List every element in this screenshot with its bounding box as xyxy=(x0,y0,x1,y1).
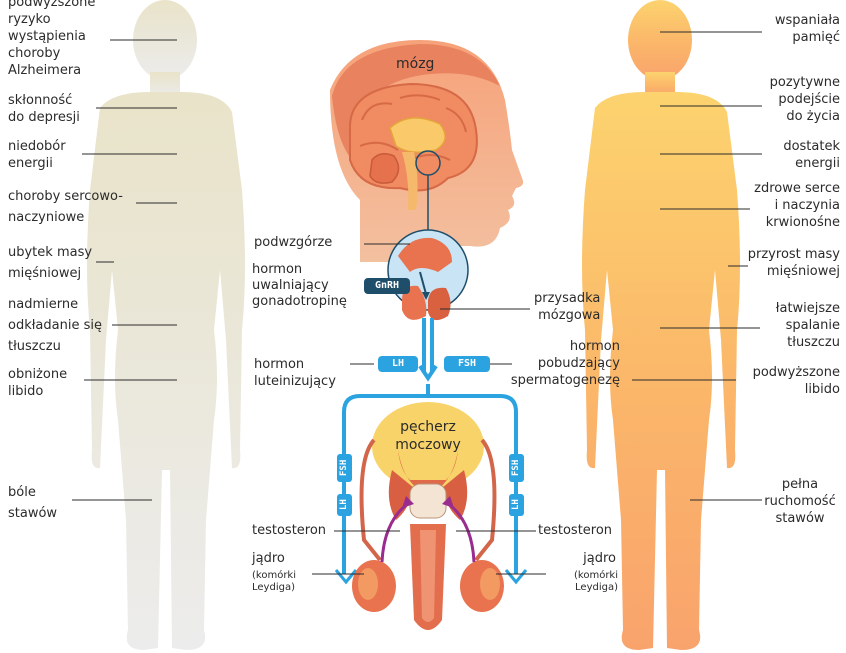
label-joint-pain: bóle stawów xyxy=(8,482,57,524)
label-great-memory: wspaniała pamięć xyxy=(775,12,840,46)
label-testosterone-left: testosteron xyxy=(252,522,326,539)
label-muscle-loss: ubytek masy mięśniowej xyxy=(8,242,92,284)
label-energy-abundance: dostatek energii xyxy=(783,138,840,172)
label-full-joint-mobility: pełna ruchomość stawów xyxy=(760,476,840,527)
label-muscle-gain: przyrost masy mięśniowej xyxy=(748,246,840,280)
label-hypothalamus: podwzgórze xyxy=(254,234,332,251)
label-gnrh-description: hormon uwalniający gonadotropinę xyxy=(252,262,347,310)
label-testis-left: jądro xyxy=(252,550,285,567)
side-badge-lh-right: LH xyxy=(509,494,524,516)
side-badge-lh-left: LH xyxy=(337,494,352,516)
label-leydig-left: (komórki Leydiga) xyxy=(252,570,296,594)
label-fsh-description: hormon pobudzający spermatogenezę xyxy=(511,338,620,389)
label-cardiovascular-disease: choroby sercowo- naczyniowe xyxy=(8,186,123,228)
label-lh-description: hormon luteinizujący xyxy=(254,356,336,390)
side-badge-fsh-left: FSH xyxy=(337,454,352,482)
label-fat-accumulation: nadmierne odkładanie się tłuszczu xyxy=(8,294,102,357)
label-depression: skłonność do depresji xyxy=(8,92,80,126)
label-energy-deficit: niedobór energii xyxy=(8,138,66,172)
label-leydig-right: (komórki Leydiga) xyxy=(566,570,618,594)
badge-gnrh: GnRH xyxy=(364,278,410,294)
label-testosterone-right: testosteron xyxy=(538,522,612,539)
label-easier-fat-burning: łatwiejsze spalanie tłuszczu xyxy=(776,300,840,351)
label-alzheimer-risk: podwyższone ryzyko wystąpienia choroby A… xyxy=(8,0,95,79)
label-pituitary: przysadka mózgowa xyxy=(534,290,600,324)
badge-lh: LH xyxy=(378,356,418,372)
badge-fsh: FSH xyxy=(444,356,490,372)
label-positive-attitude: pozytywne podejście do życia xyxy=(770,74,840,125)
label-healthy-heart: zdrowe serce i naczynia krwionośne xyxy=(754,180,840,231)
label-low-libido: obniżone libido xyxy=(8,366,67,400)
label-brain: mózg xyxy=(396,56,434,72)
label-bladder: pęcherz moczowy xyxy=(386,418,470,454)
label-increased-libido: podwyższone libido xyxy=(753,364,840,398)
label-testis-right: jądro xyxy=(568,550,616,567)
side-badge-fsh-right: FSH xyxy=(509,454,524,482)
